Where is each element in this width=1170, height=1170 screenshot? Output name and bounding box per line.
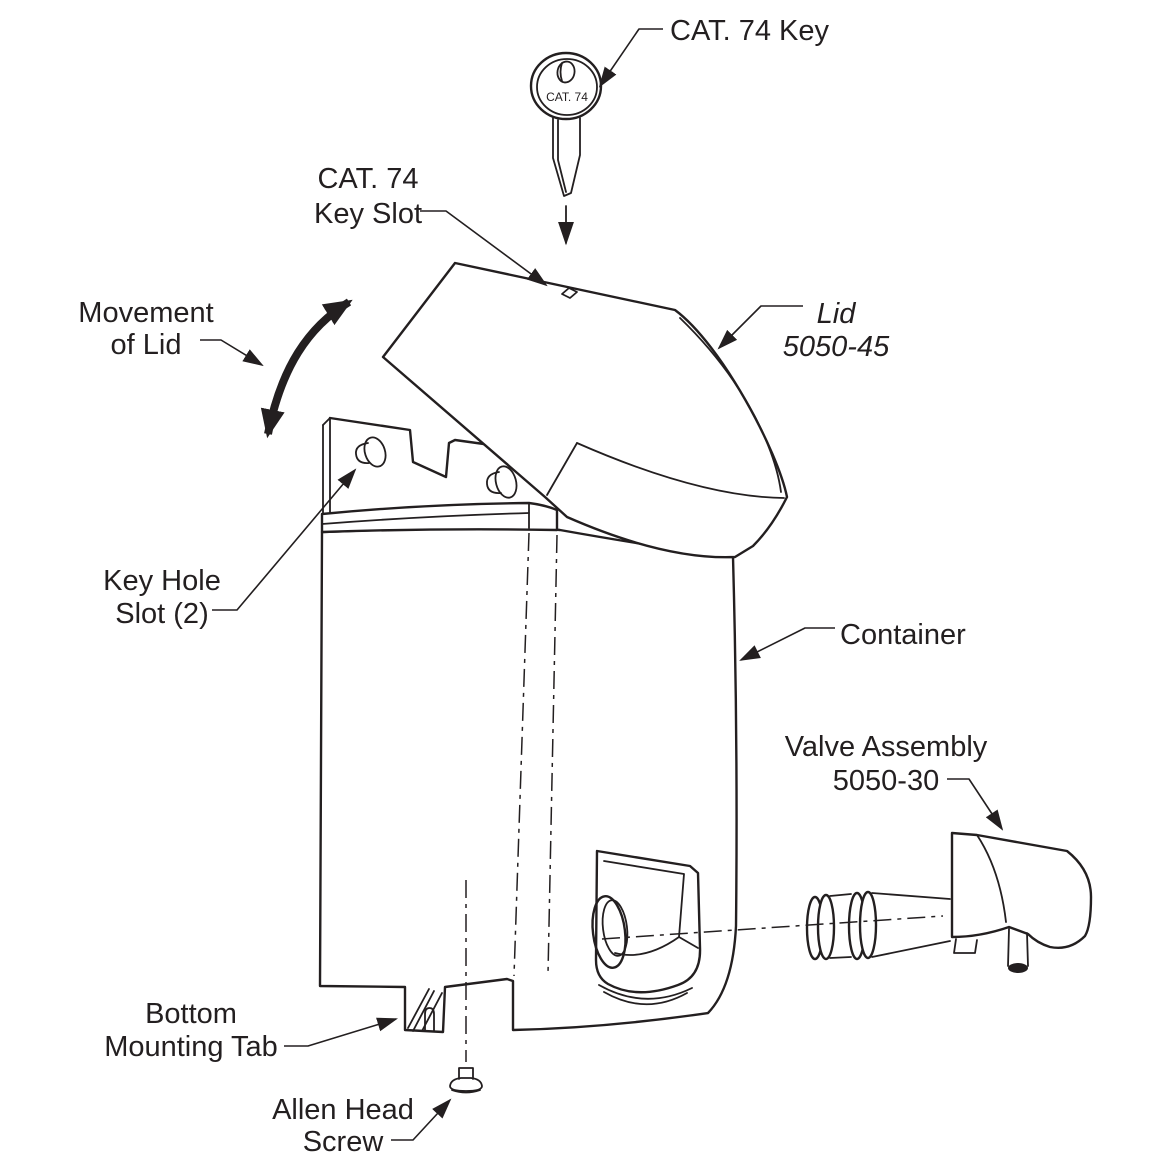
- lid-rim-left-edge: [546, 442, 578, 496]
- leader-lid: [717, 305, 803, 350]
- cat74-key: CAT. 74: [529, 51, 603, 246]
- valve-spout: [1007, 928, 1029, 973]
- lid: [381, 261, 789, 559]
- label-bottom-tab-line2: Mounting Tab: [104, 1031, 278, 1063]
- allen-head-screw: [449, 880, 483, 1094]
- valve-tube-bottom: [871, 940, 951, 958]
- bracket-left-inner-edge: [322, 417, 331, 513]
- label-valve-line2: 5050-30: [833, 765, 939, 797]
- key-engraving-text: CAT. 74: [546, 90, 588, 104]
- valve-housing: [591, 849, 702, 1006]
- key-hole-slot-peg-2: [486, 465, 518, 499]
- key-blade: [552, 117, 581, 197]
- label-key-slot-line2: Key Slot: [314, 198, 422, 230]
- lid-rim-crease: [576, 442, 785, 499]
- leader-cat74-key: [598, 28, 663, 88]
- label-cat74-key: CAT. 74 Key: [670, 15, 830, 47]
- key-ring-hole: [556, 60, 576, 84]
- bottom-mounting-tab: [407, 988, 443, 1032]
- label-allen-line2: Screw: [303, 1126, 385, 1158]
- label-bottom-tab-line1: Bottom: [145, 998, 237, 1030]
- label-movement-line1: Movement: [78, 297, 213, 329]
- hidden-hinge-line-right: [547, 534, 558, 975]
- hidden-hinge-line-left: [513, 532, 530, 977]
- valve-hole: [591, 895, 627, 969]
- valve-center-line: [601, 915, 944, 940]
- lid-key-slot: [561, 287, 578, 299]
- valve-assembly: [601, 831, 1093, 973]
- screw-head: [449, 1077, 483, 1092]
- key-hole-slot-peg-1: [355, 436, 387, 468]
- valve-mount-tab: [953, 938, 978, 954]
- key-head: [529, 51, 603, 121]
- valve-tube-top: [871, 892, 951, 900]
- label-lid-line1: Lid: [817, 298, 857, 330]
- label-lid-line2: 5050-45: [783, 331, 890, 363]
- leader-valve-assembly: [947, 778, 1004, 831]
- screw-shank: [458, 1067, 474, 1080]
- leader-bottom-tab: [284, 1017, 398, 1047]
- container-collar: [320, 501, 559, 534]
- bracket-top-edge-with-notch: [328, 416, 522, 479]
- valve-lever-crease: [976, 834, 1007, 923]
- leader-key-slot: [420, 210, 548, 287]
- valve-ring-4: [858, 890, 878, 960]
- label-key-slot-line1: CAT. 74: [317, 163, 418, 195]
- valve-lever: [950, 831, 1093, 950]
- leader-movement: [200, 339, 264, 367]
- label-key-hole-line2: Slot (2): [115, 598, 208, 630]
- leader-allen-screw: [391, 1098, 452, 1141]
- leader-container: [739, 627, 835, 661]
- callout-labels: CAT. 74 Key CAT. 74 Key Slot Movement of…: [78, 15, 987, 1158]
- leader-key-hole-slot: [212, 468, 357, 611]
- label-container: Container: [840, 619, 966, 651]
- label-allen-line1: Allen Head: [272, 1094, 414, 1126]
- lid-corner-highlight: [679, 317, 782, 493]
- valve-ring-2: [816, 893, 836, 961]
- label-valve-line1: Valve Assembly: [785, 731, 988, 763]
- label-movement-line2: of Lid: [111, 329, 182, 361]
- label-key-hole-line1: Key Hole: [103, 565, 221, 597]
- container-body: [318, 501, 738, 1034]
- leader-lines: [200, 28, 1004, 1141]
- lid-movement-arrow: [260, 298, 353, 439]
